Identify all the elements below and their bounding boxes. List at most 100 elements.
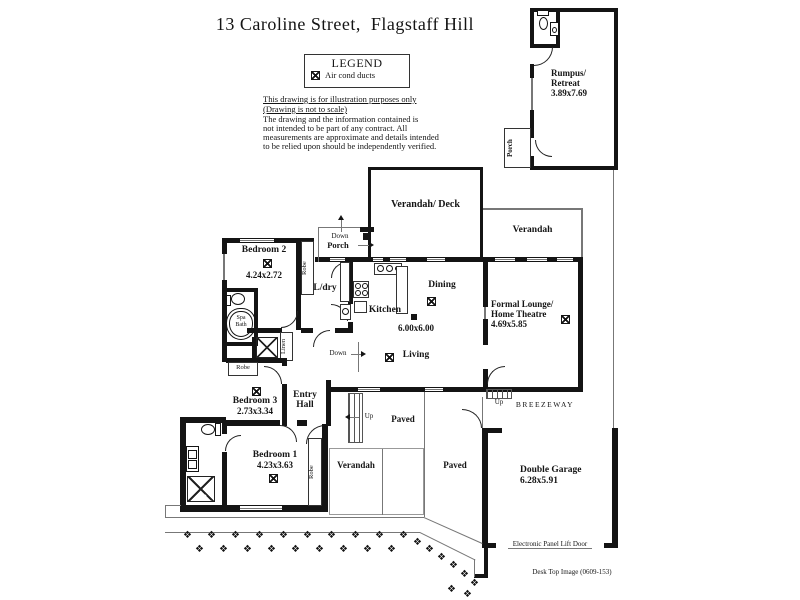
wall-segment — [222, 420, 227, 434]
arrow-icon — [338, 215, 344, 220]
wall-segment — [578, 257, 583, 392]
wall-segment — [222, 342, 258, 346]
garage-door-line — [508, 548, 592, 549]
window — [484, 307, 486, 319]
boundary-line — [482, 397, 483, 428]
wall-segment — [360, 227, 374, 232]
air-cond-duct-icon — [263, 259, 272, 268]
shrub-icon — [447, 585, 456, 595]
sink-icon — [362, 283, 368, 289]
shrub-icon — [303, 531, 312, 541]
down-label: Down — [329, 349, 347, 357]
disclaimer-line: measurements are approximate and details… — [263, 132, 439, 142]
window — [240, 508, 282, 509]
boundary-line — [318, 227, 319, 262]
toilet-icon — [231, 293, 245, 305]
shrub-icon — [449, 561, 458, 571]
window — [223, 254, 225, 280]
toilet-icon — [201, 424, 215, 435]
shrub-icon — [195, 545, 204, 555]
wall-segment — [482, 428, 488, 548]
sink-icon — [355, 283, 361, 289]
window — [557, 259, 573, 260]
paved-label: Paved — [443, 460, 467, 470]
window — [373, 259, 383, 260]
up-label: Up — [494, 398, 504, 406]
room-label: Double Garage — [520, 465, 582, 475]
wall-segment — [483, 319, 488, 345]
shrub-icon — [460, 570, 469, 580]
legend-item-label: Air cond ducts — [325, 70, 376, 80]
shrub-icon — [470, 579, 479, 589]
robe-outline — [308, 438, 322, 506]
boundary-line — [382, 449, 383, 515]
wall-segment — [482, 543, 508, 548]
robe-label: Robe — [236, 364, 250, 371]
shrub-icon — [243, 545, 252, 555]
shrub-icon — [231, 531, 240, 541]
disclaimer-line: The drawing and the information containe… — [263, 114, 419, 124]
garage-door-label: Electronic Panel Lift Door — [496, 540, 604, 549]
legend-box — [304, 54, 410, 88]
wall-segment — [614, 8, 618, 170]
room-dims: 4.24x2.72 — [246, 270, 282, 280]
shrub-icon — [437, 553, 446, 563]
step-line — [358, 342, 359, 372]
cooktop-icon — [377, 265, 384, 272]
linen-label: Linen — [280, 338, 287, 355]
toilet-icon — [537, 10, 549, 16]
path-line — [165, 532, 420, 533]
boundary-line — [483, 208, 582, 210]
wall-segment — [222, 288, 258, 292]
wall-segment — [222, 420, 280, 426]
boundary-line — [613, 170, 614, 428]
door-arc — [534, 47, 553, 66]
room-label: Dining — [428, 280, 456, 290]
wall-segment — [368, 167, 371, 260]
room-label: Hall — [296, 400, 314, 410]
room-label: Bedroom 1 — [252, 450, 298, 460]
disclaimer-line: to be relied upon should be independentl… — [263, 141, 437, 151]
arrow-icon — [345, 414, 350, 420]
window — [527, 259, 547, 260]
room-dims: 6.28x5.91 — [520, 476, 558, 486]
room-label: L/dry — [313, 283, 337, 293]
room-dims: 4.69x5.85 — [491, 319, 527, 329]
wall-segment — [592, 543, 618, 548]
dishwasher-icon — [354, 301, 367, 313]
room-label: Retreat — [551, 78, 580, 88]
wall-segment — [530, 64, 534, 78]
shrub-icon — [183, 531, 192, 541]
shrub-icon — [327, 531, 336, 541]
wall-segment — [483, 387, 583, 392]
wall-segment — [474, 574, 488, 578]
window — [330, 259, 345, 260]
page-title: 13 Caroline Street, Flagstaff Hill — [215, 14, 475, 34]
room-label: Kitchen — [368, 305, 402, 315]
vanity-icon — [188, 450, 197, 459]
shrub-icon — [255, 531, 264, 541]
footer-credit: Desk Top Image (0609-153) — [532, 568, 612, 576]
toilet-icon — [226, 295, 231, 306]
robe-label: Robe — [308, 465, 315, 479]
wall-segment — [297, 420, 307, 426]
spa-bath-icon — [226, 308, 256, 340]
room-label: Verandah/ Deck — [391, 199, 460, 210]
door-arc — [535, 140, 552, 157]
cupboard-outline — [340, 262, 350, 302]
room-label: Porch — [327, 240, 349, 250]
porch-outline — [504, 128, 531, 168]
arrow — [350, 417, 359, 418]
shrub-icon — [267, 545, 276, 555]
door-arc — [264, 366, 282, 384]
room-dims: 2.73x3.34 — [237, 406, 273, 416]
shrub-icon — [219, 545, 228, 555]
post — [411, 314, 417, 320]
wall-segment — [534, 44, 558, 48]
room-label: Home Theatre — [491, 309, 547, 319]
room-label: Formal Lounge/ — [491, 299, 554, 309]
toilet-icon — [539, 17, 548, 30]
door-arc — [225, 435, 241, 451]
wall-segment — [326, 387, 483, 392]
laundry-trough-icon — [342, 308, 349, 315]
